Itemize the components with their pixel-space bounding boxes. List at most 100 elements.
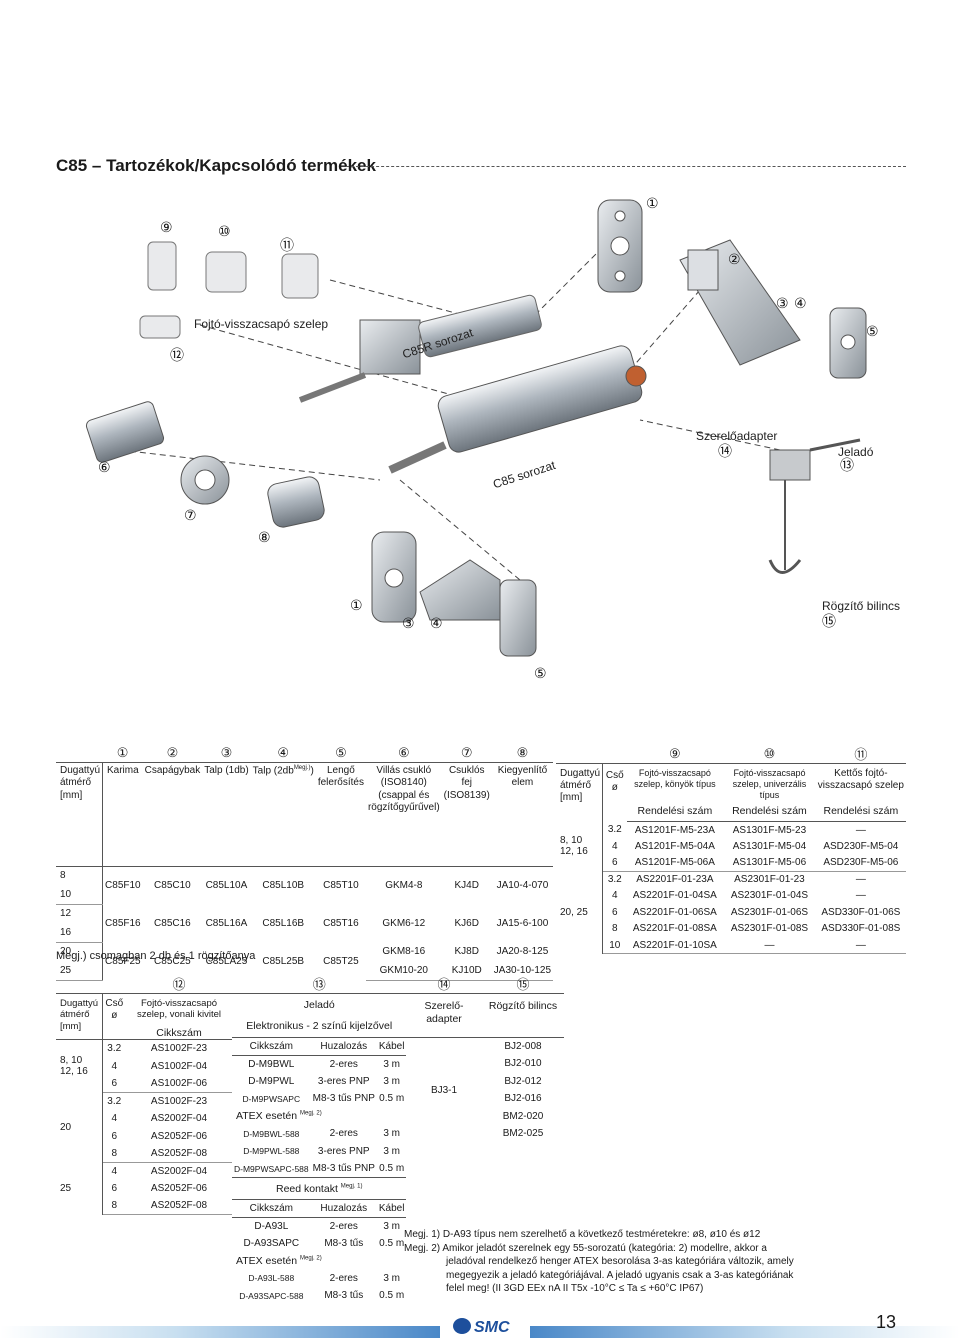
t1-bore: 20: [56, 942, 104, 961]
t4-reed: Reed kontakt Megj. 1): [232, 1177, 407, 1200]
t1-num-2: ②: [142, 744, 203, 763]
t2-cell: 10: [602, 937, 627, 954]
t2-colhead-kettos: Kettős fojtó-visszacsapó szelep: [817, 768, 904, 791]
t3-cell: AS2052F-06: [150, 1183, 208, 1195]
t3-cell: 3.2: [107, 1095, 122, 1107]
t1-cell: KJ8D: [454, 946, 479, 957]
table-row: 8 C85F10 C85C10 C85L10A C85L10B C85T10 G…: [56, 866, 553, 891]
t5-cell: BM2-025: [502, 1128, 544, 1140]
table-row: 12 C85F16 C85C16 C85L16A C85L16B C85T16 …: [56, 904, 553, 929]
t2-cell: AS1301F-M5-04: [732, 840, 807, 852]
t3-cell: 6: [111, 1130, 118, 1142]
table-row: 6 AS1201F-M5-06A AS1301F-M5-06 ASD230F-M…: [556, 854, 906, 872]
table-row: 8 AS2052F-08: [56, 1197, 232, 1216]
t1-bore: 8: [56, 866, 104, 885]
table-row: 8 AS2201F-01-08SA AS2301F-01-08S ASD330F…: [556, 921, 906, 938]
t4-head1: Jeladó: [303, 998, 335, 1011]
t2-cell: AS2301F-01-23: [734, 874, 805, 885]
table-row: 20 3.2 AS1002F-23: [56, 1092, 232, 1163]
callout-4-bottom: ④: [430, 616, 443, 632]
t1-cell: C85L10A: [205, 879, 248, 891]
t4-cell: 3-eres PNP: [317, 1145, 370, 1157]
t2-cell: ASD230F-M5-04: [823, 840, 899, 852]
t2-rendelesi: Rendelési szám: [815, 801, 906, 822]
callout-5-bottom: ⑤: [534, 666, 547, 682]
t4-cell: 0.5 m: [379, 1237, 405, 1249]
accessories-illustration: ⑨ ⑩ ⑪ ⑫ ① ② ③ ④ ⑤ ⑥ ⑦ ⑧ ⑭ ⑬ ① ③ ④ ⑮ ⑤ Fo…: [0, 180, 960, 740]
t5-cell: BJ2-010: [504, 1058, 542, 1070]
t1-head-lengo: Lengő felerősítés: [315, 762, 366, 867]
t2-cell: AS1301F-M5-23: [732, 824, 807, 836]
adapter-band-table: ⑭ ⑮ Szerelő-adapter Rögzítő bilincs BJ3-…: [406, 974, 564, 1143]
t3-bore-header: Dugattyú átmérő [mm]: [56, 993, 103, 1041]
mounting-table: ① ② ③ ④ ⑤ ⑥ ⑦ ⑧ Dugattyú átmérő [mm] Kar…: [56, 744, 554, 981]
t3-cell: 4: [111, 1165, 118, 1177]
t1-cell: JA20-8-125: [496, 946, 549, 957]
t2-blank: [556, 744, 603, 764]
t2-num-11: ⑪: [815, 744, 906, 764]
t4-num-13: ⑬: [232, 974, 407, 994]
t1-cell: C85L16B: [262, 917, 305, 929]
table-row: BJ2-010: [406, 1055, 564, 1073]
pivot-bracket: [679, 239, 801, 366]
t3-cell: AS2002F-04: [150, 1113, 208, 1125]
t3-num-12: ⑫: [126, 974, 232, 994]
table-row: 16: [56, 923, 553, 943]
t4-cell: D-M9PWSAPC-588: [232, 1160, 311, 1178]
t3-bore: 20: [56, 1092, 103, 1163]
t1-cell: GKM4-8: [385, 879, 423, 891]
speed-controllers: [139, 241, 319, 339]
t1-head-talp1: Talp (1db): [202, 762, 251, 867]
table-row: 6 AS1002F-06: [56, 1074, 232, 1093]
note-2-cont: felel meg! (II 3GD EEx nA II T5x -10°C ≤…: [446, 1283, 704, 1294]
t4-cell: M8-3 tűs: [324, 1290, 364, 1302]
t1-head-talp2: Talp (2dbMegj.)): [250, 762, 316, 867]
t4-cell: 3 m: [383, 1272, 401, 1284]
table-row: D-M9PWSAPC-588 M8-3 tűs PNP 0.5 m: [232, 1160, 407, 1178]
t4-cell: 3-eres PNP: [317, 1075, 370, 1087]
t3-cikkszam: Cikkszám: [156, 1026, 202, 1039]
accessories-diagram-svg: ⑨ ⑩ ⑪ ⑫ ① ② ③ ④ ⑤ ⑥ ⑦ ⑧ ⑭ ⑬ ① ③ ④ ⑮ ⑤ Fo…: [85, 196, 900, 682]
table-row: D-A93L-588 2-eres 3 m: [232, 1270, 406, 1288]
table-row: 6 AS2201F-01-06SA AS2301F-01-06S ASD330F…: [556, 904, 906, 921]
table-row: 10: [56, 885, 553, 905]
table-row: 4 AS1201F-M5-04A AS1301F-M5-04 ASD230F-M…: [556, 838, 906, 855]
t1-bore: 16: [56, 923, 104, 943]
table-row: D-A93SAPC M8-3 tűs 0.5 m: [232, 1235, 406, 1253]
callout-11: ⑪: [280, 238, 294, 254]
callout-1-top: ①: [646, 196, 659, 212]
t3-tube-header: Cső ø: [102, 993, 126, 1041]
t4-cell: M8-3 tűs: [324, 1237, 364, 1249]
t3-bore: 25: [56, 1162, 103, 1215]
t1-bore: 12: [56, 904, 104, 923]
footer-gradient-right: [530, 1326, 960, 1338]
t2-cell: ASD330F-01-06S: [821, 906, 901, 918]
t3-cell: 3.2: [107, 1043, 122, 1055]
t2-rendelesi: Rendelési szám: [723, 801, 816, 822]
table-row: 8, 10 12, 16 3.2 AS1002F-23: [56, 1039, 232, 1093]
table-row: D-M9BWL 2-eres 3 m: [232, 1055, 406, 1073]
t3-colhead: Fojtó-visszacsapó szelep, vonali kivitel…: [126, 993, 232, 1041]
t1-cell: KJ6D: [454, 917, 479, 929]
t2-cell: AS2201F-01-23A: [636, 874, 714, 885]
t1-cell: C85F25: [105, 955, 141, 967]
t1-cell: C85F10: [105, 879, 141, 891]
t4-cell: D-M9PWSAPC: [242, 1093, 301, 1104]
t2-cell: 3.2: [607, 874, 622, 885]
t1-num-7: ⑦: [441, 744, 492, 763]
table-row: 10 AS2201F-01-10SA — —: [556, 937, 906, 954]
t5-num-14: ⑭: [406, 974, 482, 994]
t1-head-villas: Villás csukló (ISO8140) (csappal és rögz…: [365, 762, 442, 867]
smc-logo-text: SMC: [474, 1319, 510, 1336]
t1-num-3: ③: [202, 744, 251, 763]
t2-num-10: ⑩: [723, 744, 816, 764]
t2-cell: AS2301F-01-08S: [730, 923, 809, 935]
flange-top: [597, 199, 643, 293]
t3-cell: AS2052F-08: [126, 1197, 232, 1216]
note-1: Megj. 1) D-A93 típus nem szerelhető a kö…: [404, 1229, 761, 1240]
t5-cell: BJ2-012: [504, 1075, 542, 1087]
t1-head-karima: Karima: [102, 762, 143, 867]
switch-table: ⑬ Jeladó Elektronikus - 2 színű kijelzőv…: [232, 974, 407, 1305]
t4-cell: D-M9PWL: [248, 1075, 295, 1087]
t3-blank2: [102, 974, 126, 994]
